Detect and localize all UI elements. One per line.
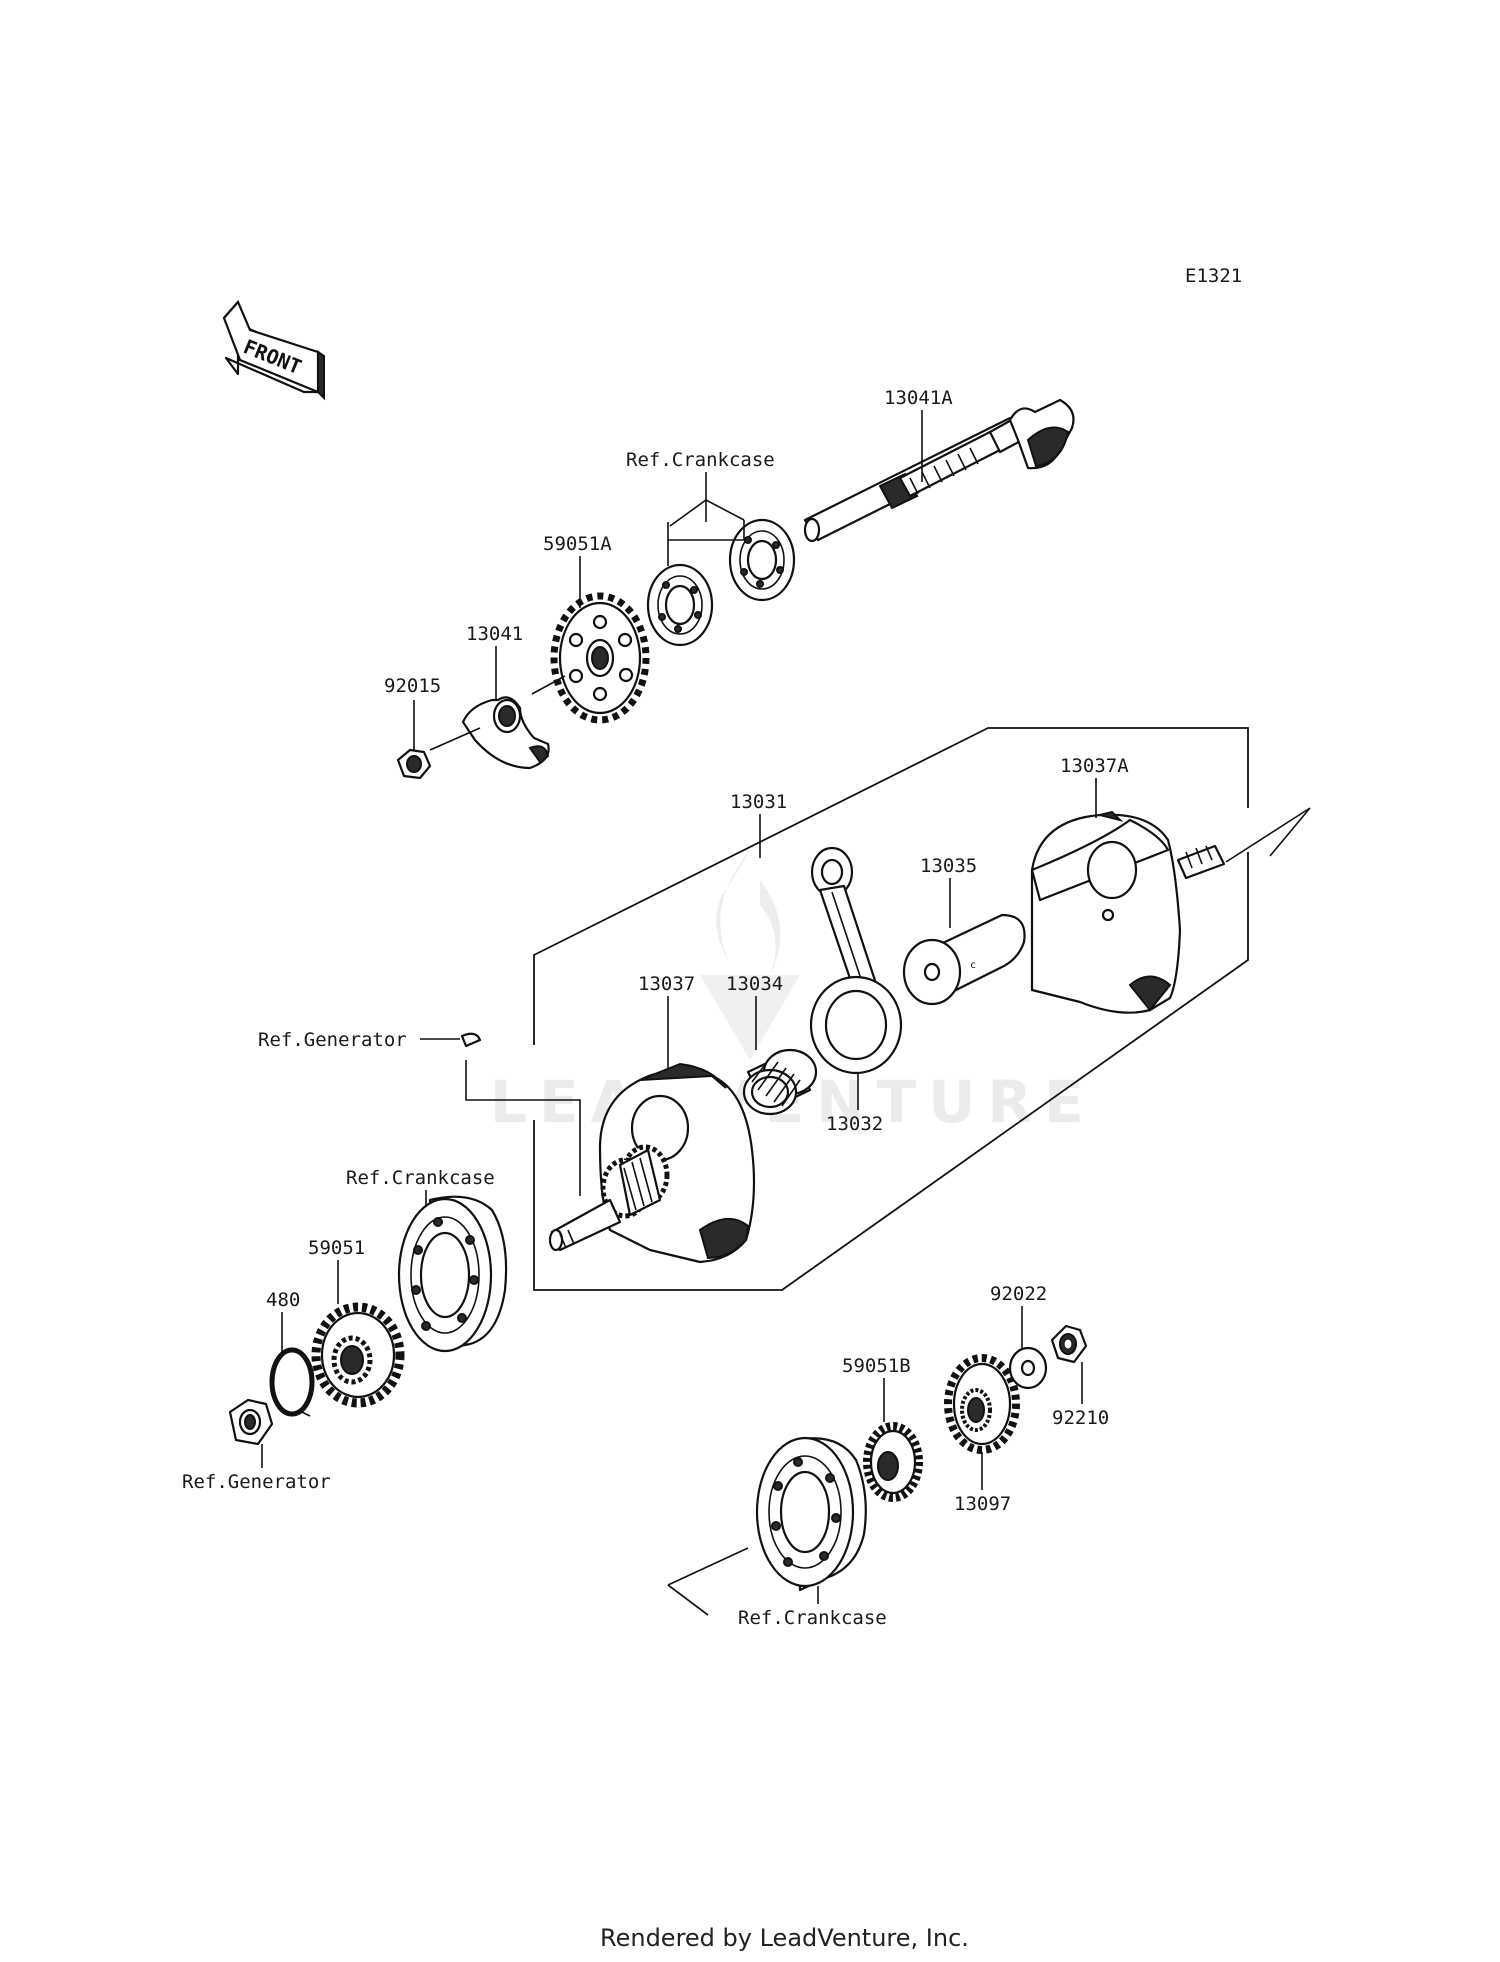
gear-13097 [944, 1354, 1020, 1454]
circlip-480 [269, 1347, 315, 1417]
label-13035: 13035 [920, 855, 977, 877]
label-13037A: 13037A [1060, 755, 1129, 777]
leader-ref-crankcase-top [667, 472, 745, 541]
needle-bearing-13034 [742, 1048, 818, 1116]
diagram-code: E1321 [1185, 265, 1242, 287]
label-ref-crankcase-bottom: Ref.Crankcase [738, 1607, 887, 1629]
label-ref-generator-mid: Ref.Generator [258, 1029, 407, 1051]
label-13034: 13034 [726, 973, 783, 995]
nut-92210 [1050, 1324, 1088, 1364]
label-59051A: 59051A [543, 533, 612, 555]
label-13032: 13032 [826, 1113, 883, 1135]
label-92022: 92022 [990, 1283, 1047, 1305]
bearing-crankcase-bottom [755, 1436, 867, 1592]
label-ref-crankcase-left: Ref.Crankcase [346, 1167, 495, 1189]
assembly-frame-13031 [533, 727, 1249, 1291]
label-480: 480 [266, 1289, 300, 1311]
gear-59051A [550, 592, 650, 724]
nut-92015 [396, 748, 432, 780]
label-13037: 13037 [638, 973, 695, 995]
connecting-rod-13032 [809, 846, 903, 1075]
label-ref-generator-bottom: Ref.Generator [182, 1471, 331, 1493]
label-92210: 92210 [1052, 1407, 1109, 1429]
label-59051: 59051 [308, 1237, 365, 1259]
label-13097: 13097 [954, 1493, 1011, 1515]
gear-59051B [863, 1422, 923, 1502]
washer-92022 [1008, 1346, 1048, 1390]
svg-text:c: c [970, 960, 976, 971]
footer-credit: Rendered by LeadVenture, Inc. [600, 1924, 969, 1952]
bearing-crankcase-left [397, 1195, 508, 1353]
crank-pin-13035: c [902, 913, 1026, 1006]
nut-ref-generator [228, 1398, 274, 1446]
label-13041A: 13041A [884, 387, 953, 409]
balancer-weight-13041 [461, 696, 550, 770]
label-59051B: 59051B [842, 1355, 911, 1377]
bearing-top-right [728, 518, 796, 602]
label-ref-crankcase-top: Ref.Crankcase [626, 449, 775, 471]
crank-half-13037 [548, 1062, 756, 1264]
bearing-top-left [646, 563, 714, 647]
crank-half-13037A [1030, 810, 1226, 1014]
woodruff-key [460, 1032, 482, 1048]
label-13041: 13041 [466, 623, 523, 645]
balancer-shaft-13041A [803, 398, 1075, 543]
front-arrow-icon: FRONT [222, 299, 325, 401]
label-13031: 13031 [730, 791, 787, 813]
gear-59051 [311, 1302, 405, 1408]
label-92015: 92015 [384, 675, 441, 697]
